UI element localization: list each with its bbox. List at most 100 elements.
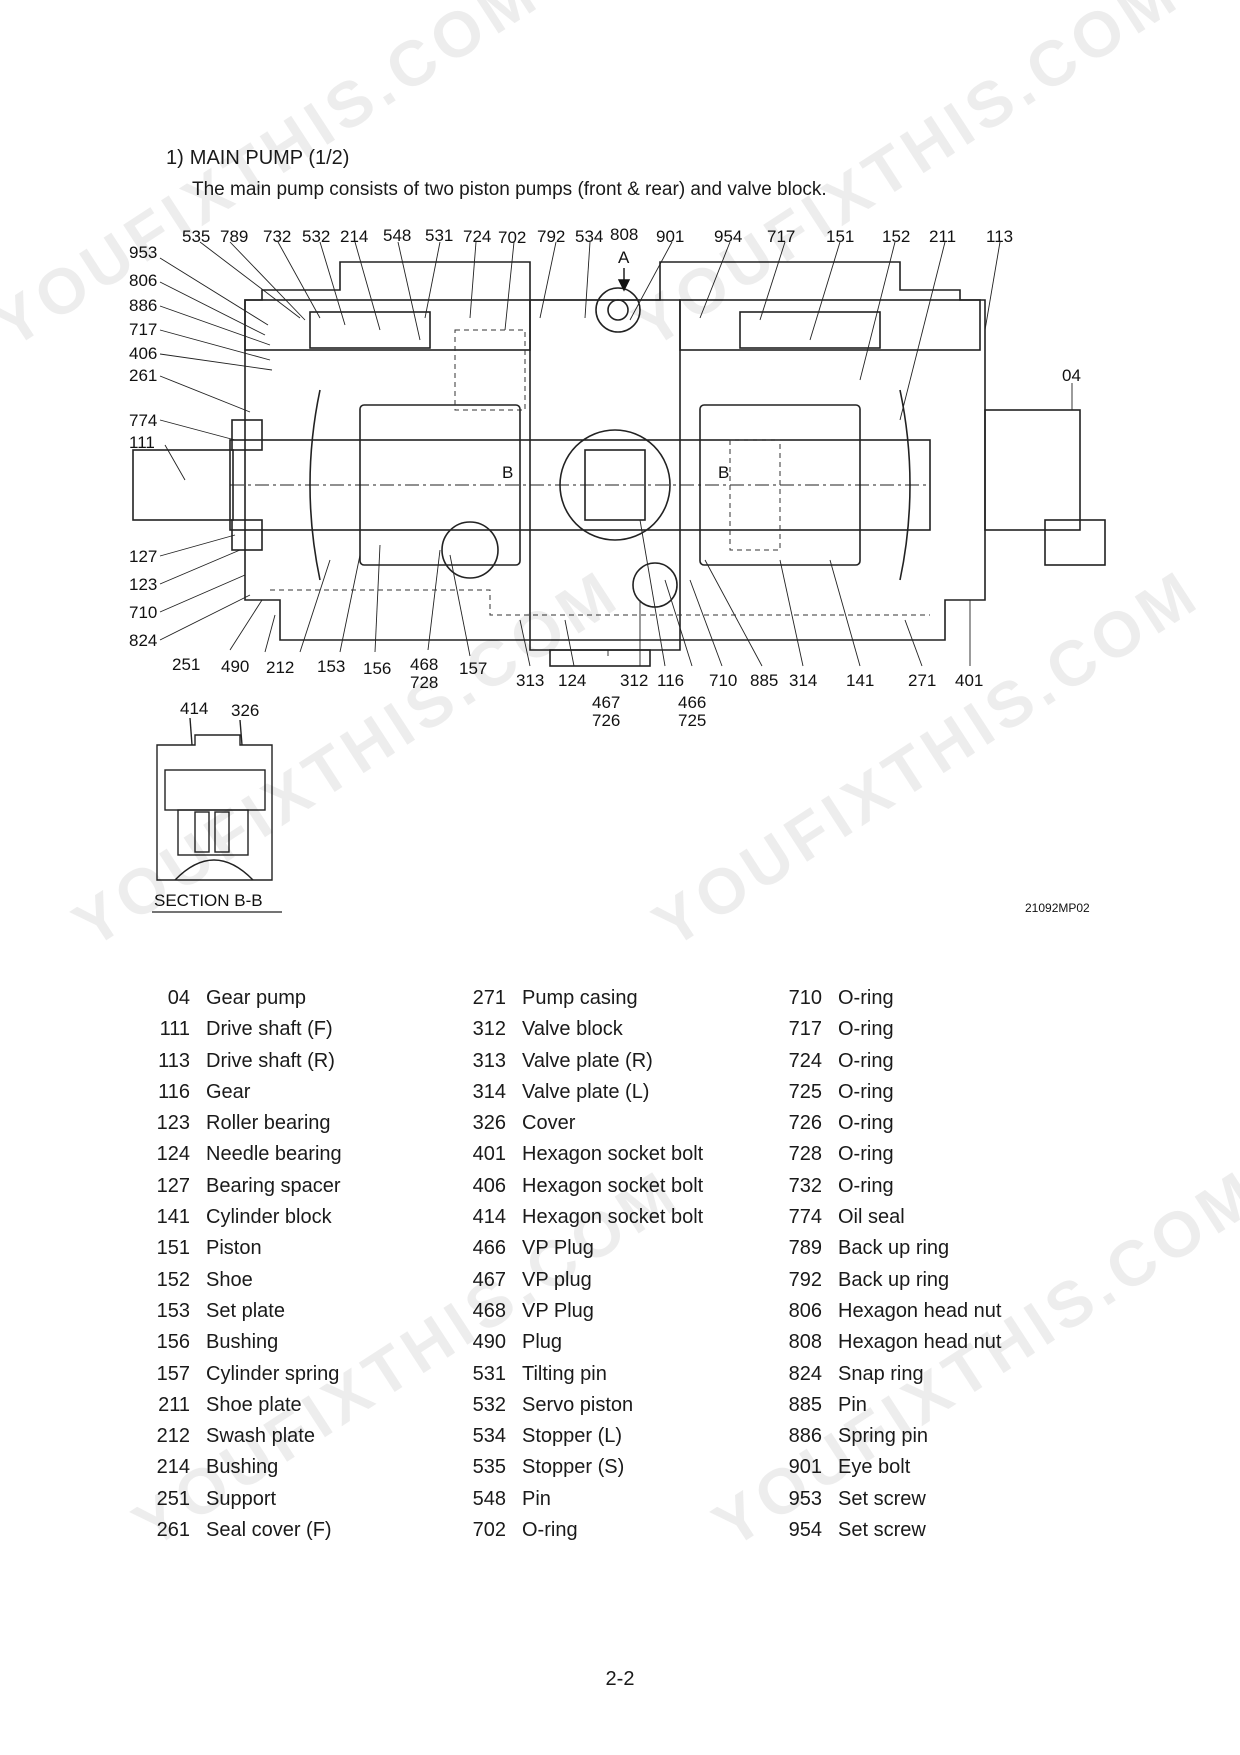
callout-label: 124 <box>558 671 586 690</box>
callout-label: 724 <box>463 227 491 246</box>
part-code: 724 <box>788 1049 822 1072</box>
leader-lines <box>159 241 1073 667</box>
part-name: Cylinder block <box>206 1206 332 1229</box>
part-code: 774 <box>788 1206 822 1229</box>
list-item: 732 O-ring <box>782 1171 1001 1202</box>
part-name: Hexagon socket bolt <box>522 1143 704 1166</box>
part-name: VP Plug <box>522 1237 594 1260</box>
part-name: Set screw <box>838 1487 926 1510</box>
part-code: 490 <box>472 1331 506 1354</box>
part-code: 123 <box>156 1112 190 1135</box>
part-code: 271 <box>472 987 506 1009</box>
part-name: O-ring <box>838 1080 894 1103</box>
callout-label: 153 <box>317 657 345 676</box>
callout-label: 04 <box>1062 366 1081 385</box>
part-code: 702 <box>472 1519 506 1542</box>
callout-label: 953 <box>129 243 157 262</box>
callout-label: 728 <box>410 673 438 692</box>
part-name: Set screw <box>838 1519 926 1542</box>
part-name: O-ring <box>838 987 894 1009</box>
callout-label: 127 <box>129 547 157 566</box>
part-name: Cover <box>522 1112 576 1135</box>
part-code: 212 <box>156 1425 190 1448</box>
part-name: Oil seal <box>838 1206 905 1229</box>
part-name: O-ring <box>838 1174 894 1197</box>
part-code: 534 <box>472 1425 506 1448</box>
part-code: 314 <box>472 1080 506 1103</box>
part-name: O-ring <box>838 1143 894 1166</box>
part-name: Valve plate (R) <box>522 1049 653 1072</box>
part-name: Drive shaft (F) <box>206 1018 333 1041</box>
list-item: 490 Plug <box>466 1327 703 1358</box>
callout-label: 326 <box>231 701 259 720</box>
section-b-b-view: 414 326 SECTION B-B <box>152 699 282 913</box>
list-item: 774 Oil seal <box>782 1202 1001 1233</box>
part-code: 156 <box>156 1331 190 1354</box>
part-code: 726 <box>788 1112 822 1135</box>
part-name: VP Plug <box>522 1299 594 1322</box>
part-name: Shoe plate <box>206 1393 302 1416</box>
part-code: 214 <box>156 1456 190 1479</box>
callout-label: 954 <box>714 227 742 246</box>
list-item: 314 Valve plate (L) <box>466 1077 703 1108</box>
part-code: 732 <box>788 1174 822 1197</box>
part-name: Hexagon socket bolt <box>522 1174 704 1197</box>
part-code: 710 <box>788 987 822 1009</box>
part-code: 124 <box>156 1143 190 1166</box>
part-name: Valve plate (L) <box>522 1080 650 1103</box>
part-code: 808 <box>788 1331 822 1354</box>
part-name: Tilting pin <box>522 1362 607 1385</box>
part-code: 04 <box>167 987 190 1009</box>
part-name: Stopper (L) <box>522 1425 623 1448</box>
callout-label: 468 <box>410 655 438 674</box>
part-code: 127 <box>156 1174 190 1197</box>
part-code: 312 <box>472 1018 506 1041</box>
part-code: 251 <box>156 1487 190 1510</box>
callout-label: 116 <box>657 671 684 690</box>
part-code: 824 <box>788 1362 822 1385</box>
part-name: Plug <box>522 1331 563 1354</box>
callout-label: 792 <box>537 227 565 246</box>
callout-label: 123 <box>129 575 157 594</box>
section-mark-label: B <box>718 463 729 482</box>
part-name: Bushing <box>206 1331 279 1354</box>
callout-label: 111 <box>129 433 155 452</box>
callout-label: 717 <box>767 227 795 246</box>
callout-label: 789 <box>220 227 248 246</box>
part-name: Back up ring <box>838 1237 950 1260</box>
list-item: 466 VP Plug <box>466 1233 703 1264</box>
callout-label: 885 <box>750 671 778 690</box>
callout-label: 725 <box>678 711 706 730</box>
callout-label: 886 <box>129 296 157 315</box>
part-code: 466 <box>472 1237 506 1260</box>
view-arrow-icon <box>617 268 631 292</box>
part-code: 157 <box>156 1362 190 1385</box>
callout-label: 534 <box>575 227 603 246</box>
part-code: 806 <box>788 1299 822 1322</box>
callouts-left: 953 806 886 717 406 261 774 111 127 123 … <box>129 243 157 650</box>
callout-label: 702 <box>498 228 526 247</box>
callout-label: 313 <box>516 671 544 690</box>
callout-label: 113 <box>986 227 1013 246</box>
page-number: 2-2 <box>605 1668 635 1690</box>
callout-label: 732 <box>263 227 291 246</box>
callout-label: 531 <box>425 226 453 245</box>
hidden-lines <box>270 329 930 616</box>
callout-label: 808 <box>610 225 638 244</box>
callout-label: 774 <box>129 411 157 430</box>
callout-label: 271 <box>908 671 936 690</box>
